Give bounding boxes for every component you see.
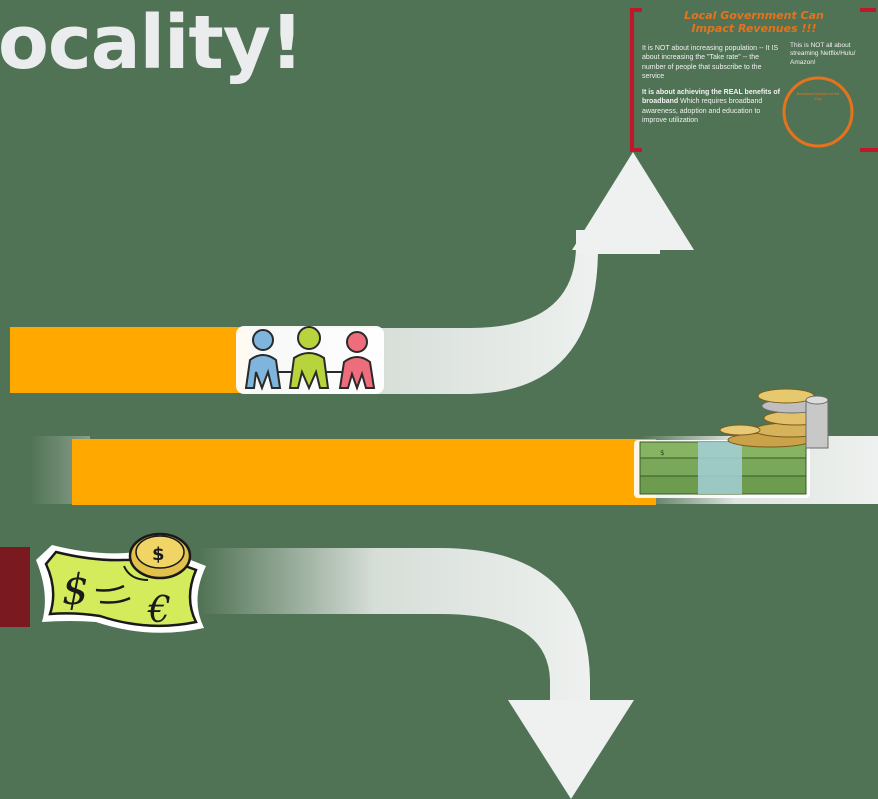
info-box-left-column: It is NOT about increasing population --… [642, 44, 784, 132]
real-benefits-bold: It is about achieving the REAL benefits … [642, 88, 780, 106]
adoption-circle-label: Broadband Adoption for the Why [796, 92, 840, 101]
heading-line-2: Impact Revenues !!! [691, 21, 817, 35]
info-box-heading: Local Government Can Impact Revenues !!! [674, 9, 834, 35]
heading-line-1: Local Government Can [684, 9, 824, 22]
people-holding-hands-icon [236, 326, 384, 394]
svg-text:$: $ [152, 544, 165, 565]
svg-text:$: $ [62, 565, 89, 614]
info-box: Local Government Can Impact Revenues !!!… [630, 8, 878, 152]
slide-title: ocality! [0, 0, 304, 86]
orange-bar-top [10, 327, 250, 393]
real-benefits-paragraph: It is about achieving the REAL benefits … [642, 88, 784, 126]
red-bar-bottom [0, 547, 30, 627]
orange-bar-middle [72, 439, 656, 505]
streaming-note: This is NOT all about streaming Netflix/… [790, 42, 856, 66]
svg-text:$: $ [660, 449, 664, 457]
dollar-euro-banknote-icon: $ € $ [36, 532, 206, 633]
svg-text:€: € [147, 590, 171, 631]
arrow-down [200, 548, 634, 799]
real-benefits-rest: Which requires broadband awareness, adop… [642, 98, 763, 125]
info-box-frame [630, 8, 878, 152]
money-stack-with-coins-icon: $ [634, 388, 829, 498]
take-rate-paragraph: It is NOT about increasing population --… [642, 45, 779, 81]
